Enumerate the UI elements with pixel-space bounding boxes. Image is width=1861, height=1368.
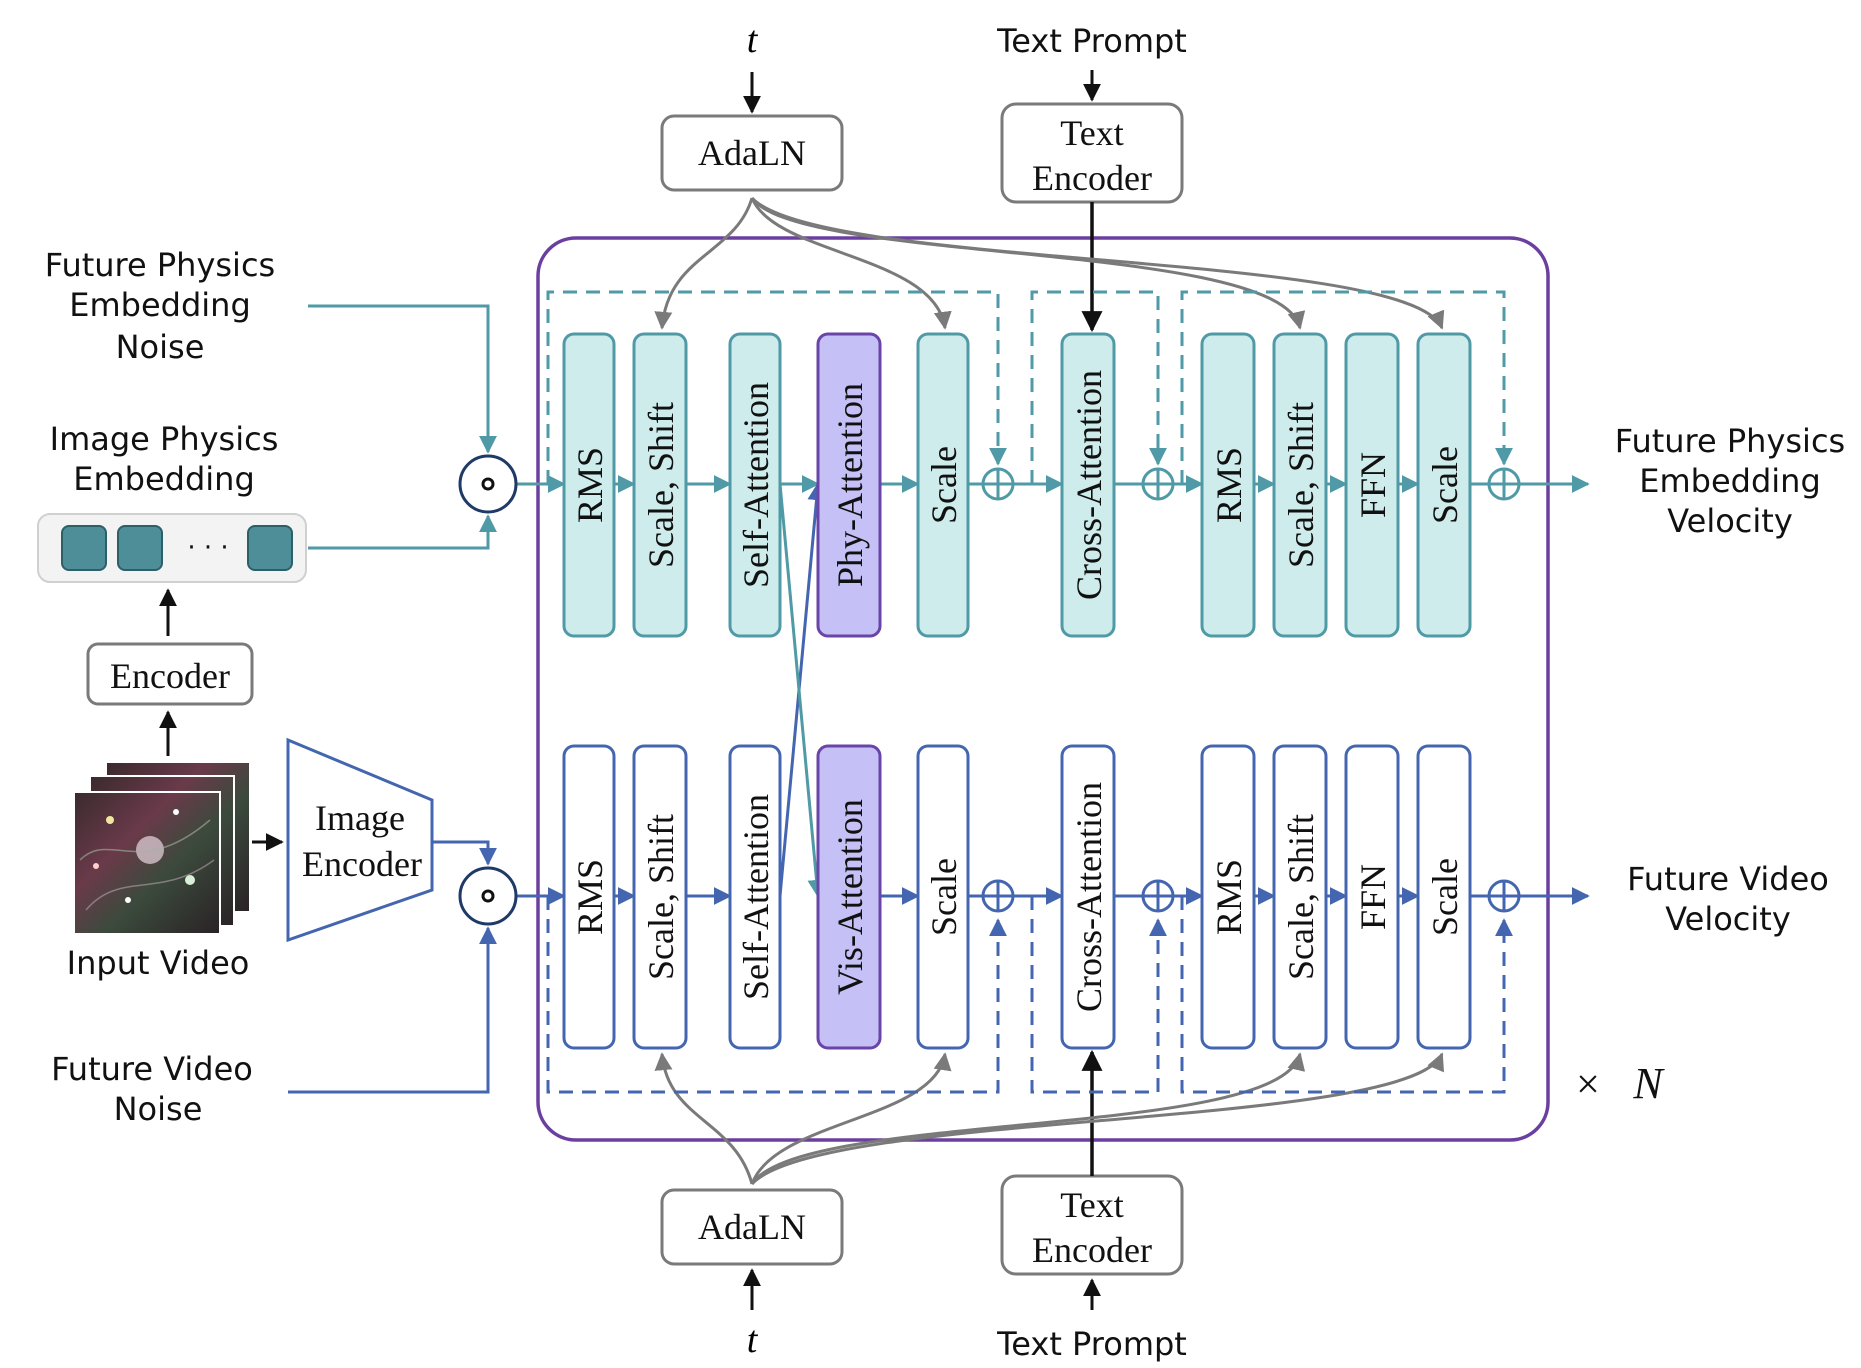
bottom-rms-1 [562, 744, 616, 1050]
future-physics-noise-line3: Noise [116, 328, 205, 366]
top-scale-shift-1 [632, 332, 688, 638]
plus-icon [981, 879, 1015, 913]
output-physics-line1: Future Physics [1615, 422, 1845, 460]
bottom-ffn [1344, 744, 1400, 1050]
bottom-cross-attention-label: Cross-Attention [1069, 782, 1109, 1012]
future-video-noise-line1: Future Video [51, 1050, 253, 1088]
timestep-label-top: t [747, 19, 759, 61]
transformer-block-frame [536, 236, 1550, 1142]
text-encoder-bottom-line2: Encoder [1032, 1230, 1152, 1270]
top-cross-attention-label: Cross-Attention [1069, 370, 1109, 600]
bottom-self-attention [728, 744, 782, 1050]
bottom-rms-2-label: RMS [1209, 859, 1249, 935]
top-hadamard-node [458, 454, 518, 514]
top-rms-2 [1200, 332, 1256, 638]
top-rms-2-label: RMS [1209, 447, 1249, 523]
output-physics-line3: Velocity [1667, 502, 1793, 540]
top-scale-2 [1416, 332, 1472, 638]
plus-icon [1141, 467, 1175, 501]
image-physics-embedding-line2: Embedding [73, 460, 255, 498]
bottom-row-blocks: RMS Scale, Shift Self-Attention Vis-Atte… [562, 744, 1472, 1050]
text-prompt-bottom: Text Prompt [996, 1325, 1187, 1363]
image-physics-embedding-line1: Image Physics [50, 420, 279, 458]
image-encoder [286, 737, 434, 943]
bottom-scale-shift-1 [632, 744, 688, 1050]
bottom-vis-attention [816, 744, 882, 1050]
adaln-top-label: AdaLN [698, 133, 806, 173]
input-video-label: Input Video [67, 944, 250, 982]
top-self-attention-label: Self-Attention [736, 382, 776, 588]
bottom-rms-1-label: RMS [570, 859, 610, 935]
image-encoder-line1: Image [315, 798, 405, 838]
bottom-sum-nodes [981, 879, 1521, 913]
top-row-blocks: RMS Scale, Shift Self-Attention Phy-Atte… [562, 332, 1472, 638]
odot-icon [458, 866, 518, 926]
bottom-hadamard-node [458, 866, 518, 926]
future-video-noise-line2: Noise [114, 1090, 203, 1128]
top-phy-attention-label: Phy-Attention [830, 383, 870, 587]
plus-icon [1487, 467, 1521, 501]
bottom-ffn-label: FFN [1353, 864, 1393, 930]
bottom-scale-shift-2 [1272, 744, 1328, 1050]
text-prompt-top: Text Prompt [996, 22, 1187, 60]
top-sum-nodes [981, 467, 1521, 501]
bottom-scale-1 [916, 744, 970, 1050]
top-scale-shift-1-label: Scale, Shift [641, 402, 681, 568]
adaln-top [660, 114, 844, 192]
repeat-times: × [1576, 1062, 1600, 1108]
output-video-line2: Velocity [1665, 900, 1791, 938]
physics-token [61, 525, 107, 571]
top-rms-1-label: RMS [570, 447, 610, 523]
bottom-scale-2-label: Scale [1425, 858, 1465, 936]
future-physics-noise-line1: Future Physics [45, 246, 275, 284]
image-encoder-line2: Encoder [302, 844, 422, 884]
encoder-box [86, 642, 254, 706]
top-rms-1 [562, 332, 616, 638]
physics-token [117, 525, 163, 571]
odot-icon [458, 454, 518, 514]
encoder-label: Encoder [110, 656, 230, 696]
adaln-bottom [660, 1188, 844, 1266]
bottom-scale-2 [1416, 744, 1472, 1050]
future-physics-noise-line2: Embedding [69, 286, 251, 324]
text-encoder-top-line2: Encoder [1032, 158, 1152, 198]
timestep-label-bottom: t [747, 1319, 759, 1361]
top-scale-1 [916, 332, 970, 638]
top-scale-shift-2 [1272, 332, 1328, 638]
bottom-self-attention-label: Self-Attention [736, 794, 776, 1000]
top-ffn-label: FFN [1353, 452, 1393, 518]
input-video-frames [73, 761, 251, 935]
top-scale-2-label: Scale [1425, 446, 1465, 524]
top-self-attention [728, 332, 782, 638]
text-encoder-bottom-line1: Text [1060, 1185, 1123, 1225]
bottom-rms-2 [1200, 744, 1256, 1050]
repeat-n: N [1632, 1059, 1665, 1108]
text-encoder-top-line1: Text [1060, 113, 1123, 153]
token-ellipsis: · · · [187, 533, 228, 563]
output-physics-line2: Embedding [1639, 462, 1821, 500]
plus-icon [1487, 879, 1521, 913]
top-scale-shift-2-label: Scale, Shift [1281, 402, 1321, 568]
bottom-vis-attention-label: Vis-Attention [830, 799, 870, 995]
physics-token [247, 525, 293, 571]
output-video-line1: Future Video [1627, 860, 1829, 898]
top-cross-attention [1060, 332, 1116, 638]
bottom-scale-shift-1-label: Scale, Shift [641, 814, 681, 980]
bottom-cross-attention [1060, 744, 1116, 1050]
top-phy-attention [816, 332, 882, 638]
plus-icon [1141, 879, 1175, 913]
plus-icon [981, 467, 1015, 501]
top-ffn [1344, 332, 1400, 638]
bottom-scale-shift-2-label: Scale, Shift [1281, 814, 1321, 980]
top-scale-1-label: Scale [924, 446, 964, 524]
bottom-scale-1-label: Scale [924, 858, 964, 936]
adaln-bottom-label: AdaLN [698, 1207, 806, 1247]
